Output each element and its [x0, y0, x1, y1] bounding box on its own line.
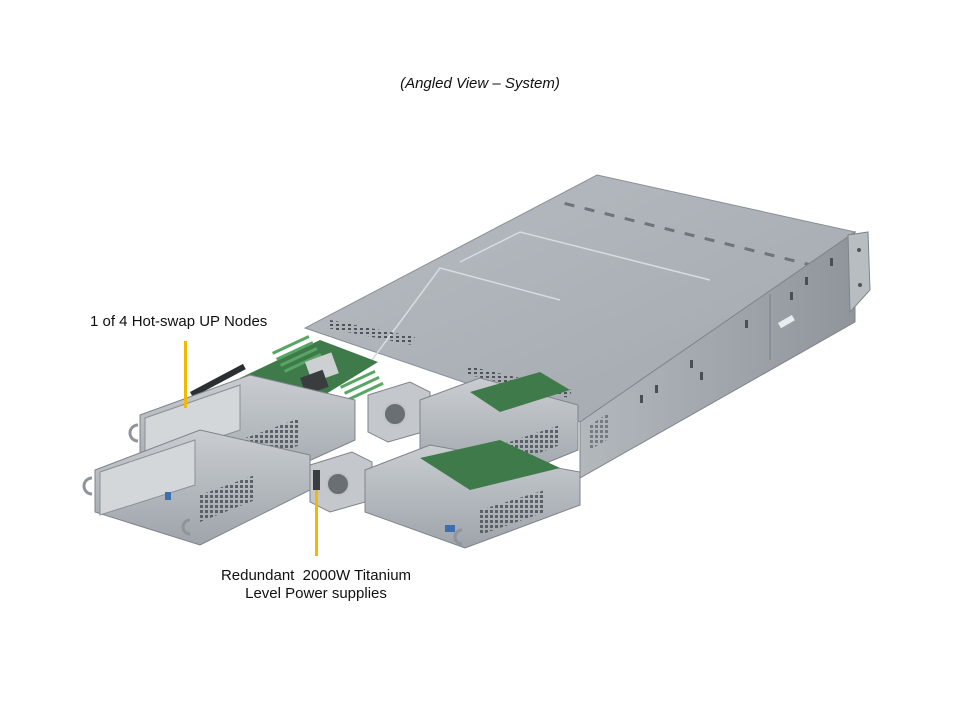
- rack-ear: [847, 231, 871, 314]
- callout-label-nodes: 1 of 4 Hot-swap UP Nodes: [90, 313, 268, 330]
- compute-node-4: [364, 440, 581, 549]
- chassis-side-panel: [579, 231, 856, 479]
- callout-label-psu-line2: Level Power supplies: [245, 585, 387, 602]
- callout-line-psu: [315, 490, 318, 556]
- compute-node-2: [82, 429, 311, 546]
- power-supply-bottom: [309, 451, 373, 513]
- power-supply-top: [367, 381, 431, 443]
- callout-line-nodes: [184, 341, 187, 408]
- callout-label-psu-line1: Redundant 2000W Titanium: [220, 567, 412, 584]
- callout-label-psu: Redundant 2000W Titanium Level Power sup…: [196, 567, 436, 603]
- figure-caption: (Angled View – System): [400, 75, 560, 92]
